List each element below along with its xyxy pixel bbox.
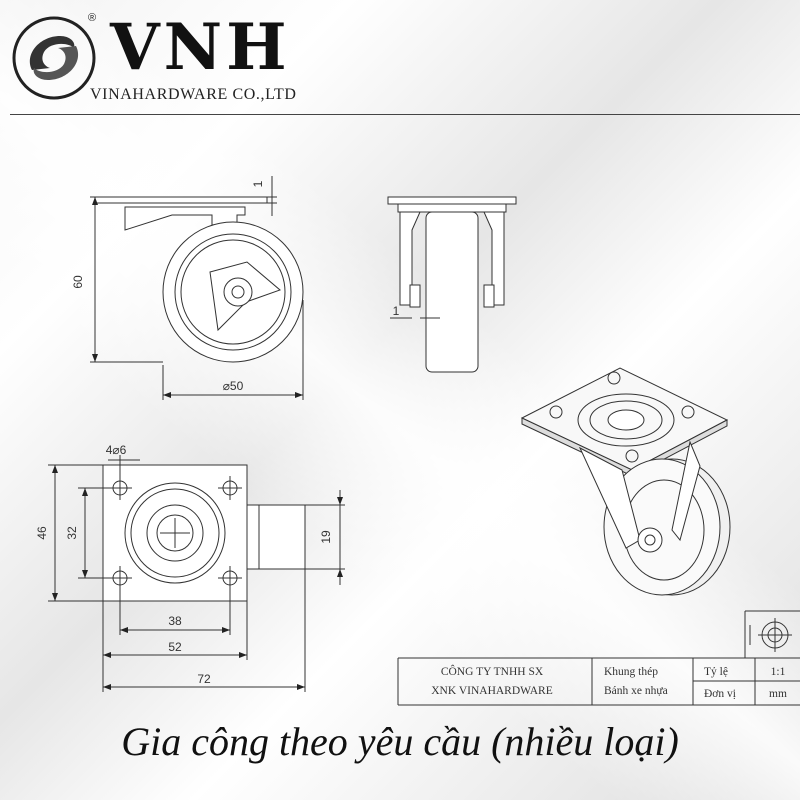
- dim-hole-callout: 4⌀6: [106, 443, 127, 457]
- title-block-scale-value: 1:1: [771, 666, 786, 678]
- dim-height: 60: [71, 275, 85, 289]
- registered-mark: ®: [88, 12, 97, 24]
- title-block-material-line1: Khung thép: [604, 666, 658, 678]
- company-name: VINAHARDWARE CO.,LTD: [90, 86, 297, 103]
- side-view: [90, 176, 304, 400]
- title-block-unit-value: mm: [769, 688, 787, 700]
- dim-wheel-dia: ⌀50: [223, 379, 244, 393]
- header-rule: [10, 114, 800, 115]
- title-block-material-line2: Bánh xe nhựa: [604, 685, 668, 697]
- dim-hole-pitch-x: 38: [168, 614, 182, 628]
- title-block-company-line2: XNK VINAHARDWARE: [431, 685, 553, 697]
- projection-symbol-icon: [749, 618, 792, 652]
- dim-outer-width: 52: [168, 640, 182, 654]
- dim-overall-length: 72: [197, 672, 211, 686]
- brand-name: VNH: [110, 10, 291, 85]
- top-view: [48, 455, 345, 692]
- dim-top-thickness: 1: [251, 180, 265, 187]
- title-block-company-line1: CÔNG TY TNHH SX: [441, 664, 544, 678]
- tagline: Gia công theo yêu cầu (nhiều loại): [121, 719, 679, 764]
- title-block-scale-label: Tỷ lệ: [704, 666, 728, 678]
- isometric-view: [520, 367, 731, 596]
- front-view: [387, 196, 517, 373]
- dim-outer-height: 46: [35, 526, 49, 540]
- title-block-unit-label: Đơn vị: [704, 688, 736, 700]
- title-block: [397, 610, 800, 706]
- dim-wheel-width: 19: [319, 530, 333, 544]
- dim-hole-pitch-y: 32: [65, 526, 79, 540]
- vnh-swoosh-logo-icon: [12, 16, 96, 100]
- dim-front-gap: 1: [393, 304, 400, 318]
